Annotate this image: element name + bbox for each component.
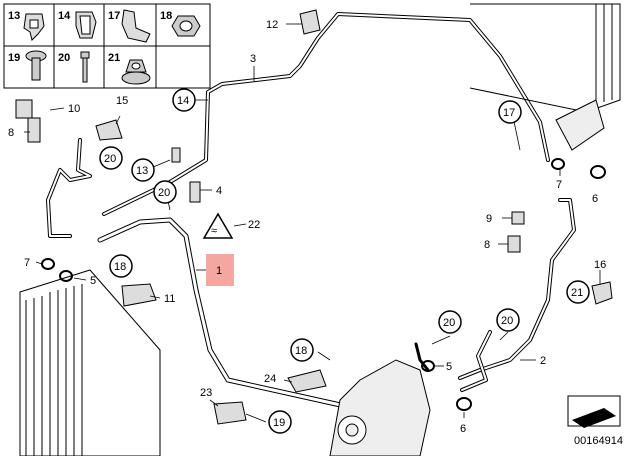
callout-label: 9 (486, 213, 492, 225)
callout-label: 8 (8, 127, 14, 139)
callout-label: 21 (571, 287, 583, 299)
condenser (19, 269, 161, 456)
callout-label: 14 (177, 95, 189, 107)
legend-grid (3, 3, 211, 89)
callout-label: 20 (158, 187, 170, 199)
callout-label: 18 (295, 345, 307, 357)
callout-label: 2 (540, 355, 546, 367)
legend-num: 20 (58, 52, 70, 64)
clip-icon (23, 13, 45, 41)
bolt-icon (25, 50, 47, 81)
callout-label: 23 (200, 387, 212, 399)
o-ring-icons (41, 158, 606, 411)
callout-label: 10 (68, 103, 80, 115)
bracket-icon (121, 9, 151, 43)
callout-label: 16 (594, 259, 606, 271)
diagram-corner-icon (567, 395, 621, 428)
warning-label-icon: ≈ (202, 212, 234, 239)
callout-label: 18 (114, 261, 126, 273)
callout-label: 20 (443, 317, 455, 329)
highlighted-callout-label: 1 (216, 265, 222, 277)
callout-label: 17 (503, 107, 515, 119)
pressure-switch-icon (15, 99, 525, 253)
callout-label: 13 (136, 165, 148, 177)
callout-label: 19 (273, 417, 285, 429)
callout-label: 5 (90, 275, 96, 287)
callout-label: 3 (250, 53, 256, 65)
legend-num: 14 (58, 10, 71, 22)
callout-label: 24 (264, 373, 276, 385)
svg-text:≈: ≈ (211, 225, 217, 237)
diagram-id: 00164914 (574, 435, 623, 447)
bracket-parts (95, 9, 613, 425)
callout-label: 7 (24, 257, 30, 269)
callout-label: 5 (446, 361, 452, 373)
compressor (329, 359, 431, 456)
highlight-box (206, 254, 234, 286)
callout-label: 4 (216, 185, 222, 197)
legend-num: 21 (108, 52, 120, 64)
callout-label: 22 (248, 219, 260, 231)
callout-label: 7 (556, 179, 562, 191)
legend-num: 13 (8, 10, 20, 22)
callout-label: 6 (592, 193, 598, 205)
legend-num: 17 (108, 10, 120, 22)
callout-label: 6 (460, 423, 466, 435)
callout-label: 15 (116, 95, 128, 107)
hex-nut-icon (171, 15, 201, 37)
callout-label: 11 (164, 293, 175, 305)
pipe-lines (46, 12, 576, 425)
callout-label: 8 (484, 239, 490, 251)
circled-callouts (99, 88, 590, 434)
evaporator (469, 3, 621, 151)
collar-nut-icon (121, 59, 151, 85)
holder-icon (75, 11, 97, 39)
legend-num: 19 (8, 52, 20, 64)
callout-label: 20 (501, 315, 513, 327)
callout-label: 12 (266, 19, 278, 31)
legend-num: 18 (160, 10, 172, 22)
screw-icon (80, 51, 90, 83)
callout-label: 20 (104, 153, 116, 165)
